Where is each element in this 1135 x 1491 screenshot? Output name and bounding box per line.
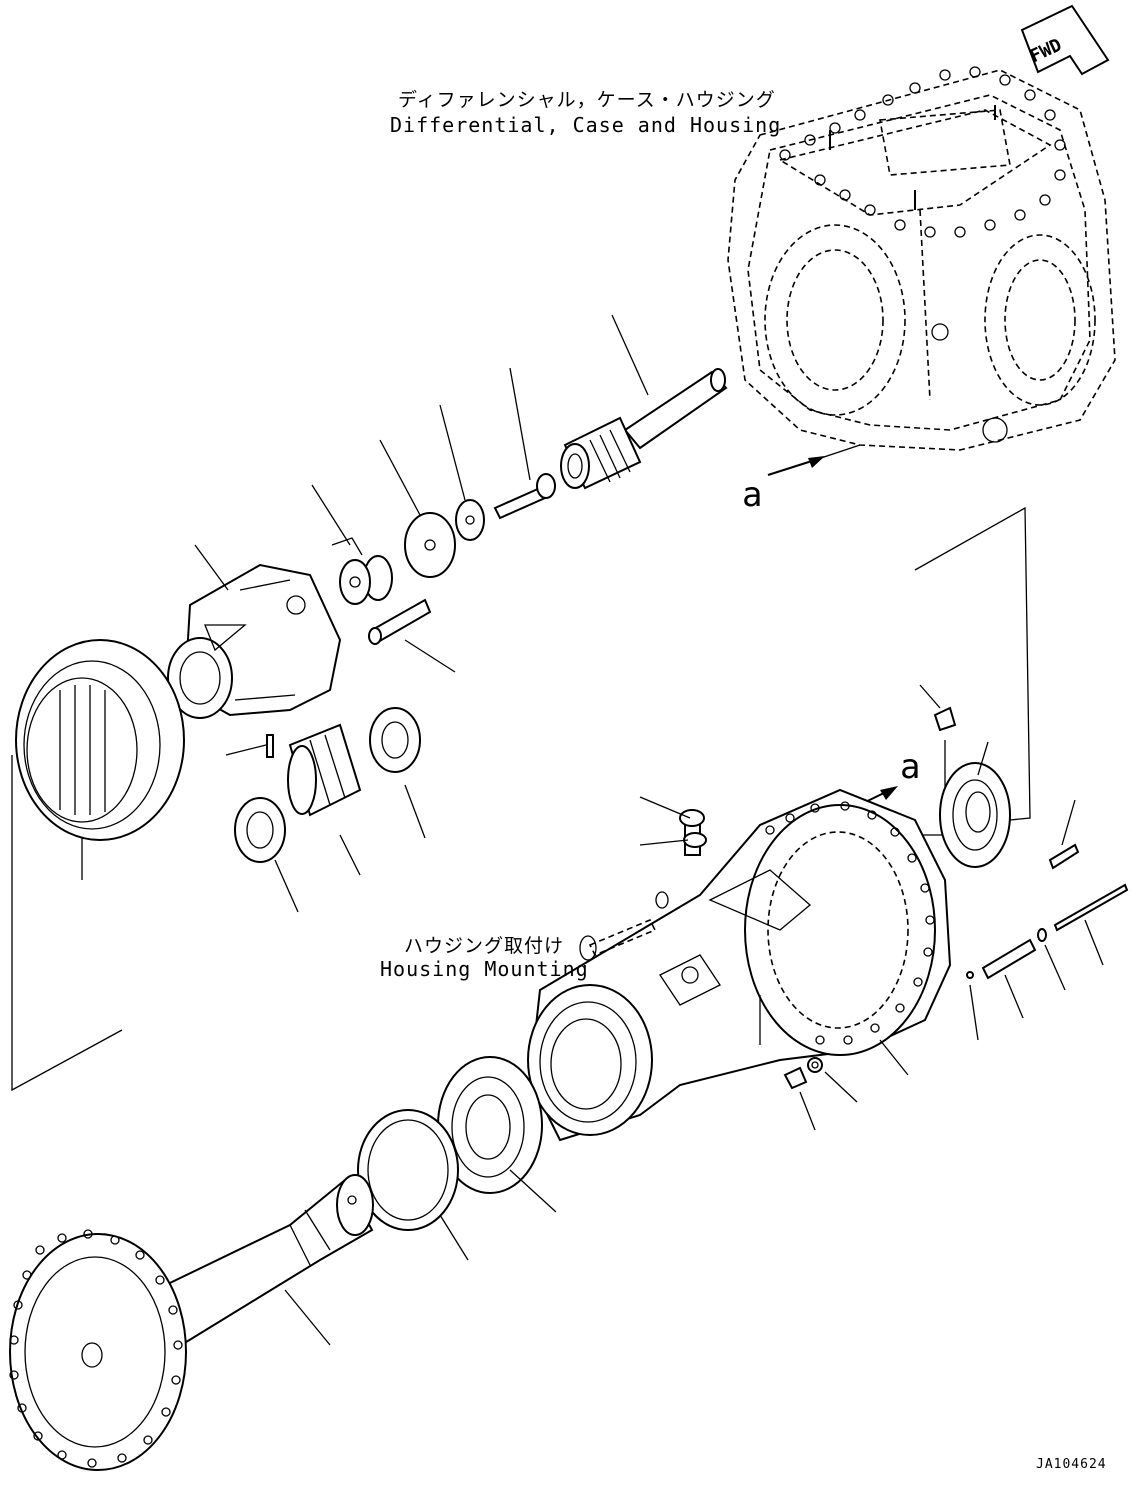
cross-pin: [368, 598, 432, 645]
dowel-pin: [1048, 843, 1080, 870]
small-ball: [966, 971, 974, 979]
taper-bearing-right: [369, 707, 421, 773]
ref-arrow-a-top: [767, 444, 861, 476]
leader-cross-pin: [404, 639, 456, 673]
housing-label-en: Housing Mounting: [380, 957, 589, 981]
spider-gear: [331, 537, 393, 605]
leader-bearing-race: [339, 834, 361, 876]
leader-bolt: [509, 367, 531, 481]
leader-taper-bearing-left: [274, 859, 299, 913]
leader-shaft-pin: [1004, 974, 1024, 1019]
small-oring: [1037, 928, 1047, 942]
housing-label-jp: ハウジング取付け: [404, 935, 564, 957]
ref-letter-a-top: a: [742, 475, 762, 515]
drawing-number: JA104624: [1036, 1457, 1107, 1472]
leader-drain-plug: [799, 1091, 816, 1131]
lock-plate: [455, 499, 485, 541]
leader-axle-shaft: [284, 1289, 331, 1346]
differential-carrier: [167, 563, 342, 719]
small-pin: [266, 734, 274, 758]
axle-shaft-flange: [9, 1174, 374, 1471]
bolt: [493, 473, 556, 520]
differential-label-en: Differential, Case and Housing: [390, 113, 781, 137]
ring-gear: [15, 639, 185, 841]
leader-small-oring: [1044, 944, 1066, 991]
leader-long-rod: [1084, 919, 1104, 966]
lock-nut: [807, 1057, 823, 1073]
vent-cap: [933, 706, 957, 732]
drain-plug: [783, 1066, 808, 1090]
axle-housing: [527, 788, 952, 1142]
long-rod: [1053, 883, 1129, 932]
thrust-washer: [404, 512, 456, 578]
leader-housing-flange: [879, 1039, 909, 1076]
leader-small-pin: [225, 744, 267, 756]
bracket-line-right: [914, 506, 1031, 821]
bearing-race: [287, 723, 362, 817]
leader-oring: [639, 839, 689, 846]
shaft-pin: [981, 938, 1037, 980]
leader-taper-bearing-right: [404, 784, 426, 839]
leader-breather: [639, 796, 691, 819]
leader-small-ball: [969, 984, 979, 1041]
ref-letter-a-mid: a: [900, 747, 920, 787]
taper-bearing-left: [234, 797, 286, 863]
leader-lock-plate: [439, 404, 466, 501]
axle-shaft-upper: [560, 368, 728, 490]
leader-lock-nut: [824, 1071, 858, 1103]
fwd-arrow-icon: FWD: [1020, 4, 1110, 76]
leader-shaft: [611, 314, 649, 396]
leader-outer-bearing: [977, 741, 989, 776]
leader-spider-gear: [311, 484, 351, 546]
differential-label-jp: ディファレンシャル，ケース・ハウジング: [398, 89, 776, 111]
leader-seal-ring: [439, 1214, 469, 1261]
breather-plug: [679, 809, 707, 856]
leader-thrust-washer: [379, 439, 421, 516]
differential-case-housing: [727, 66, 1116, 451]
leader-carrier: [194, 544, 229, 591]
bracket-line-left: [11, 755, 123, 1092]
leader-vent-cap: [919, 684, 941, 709]
leader-dowel-pin: [1061, 799, 1076, 846]
housing-mounting-bolt: [579, 891, 669, 961]
leader-roller-bearing: [509, 1169, 557, 1213]
outer-bearing-upper: [939, 762, 1011, 868]
seal-ring: [357, 1109, 459, 1231]
